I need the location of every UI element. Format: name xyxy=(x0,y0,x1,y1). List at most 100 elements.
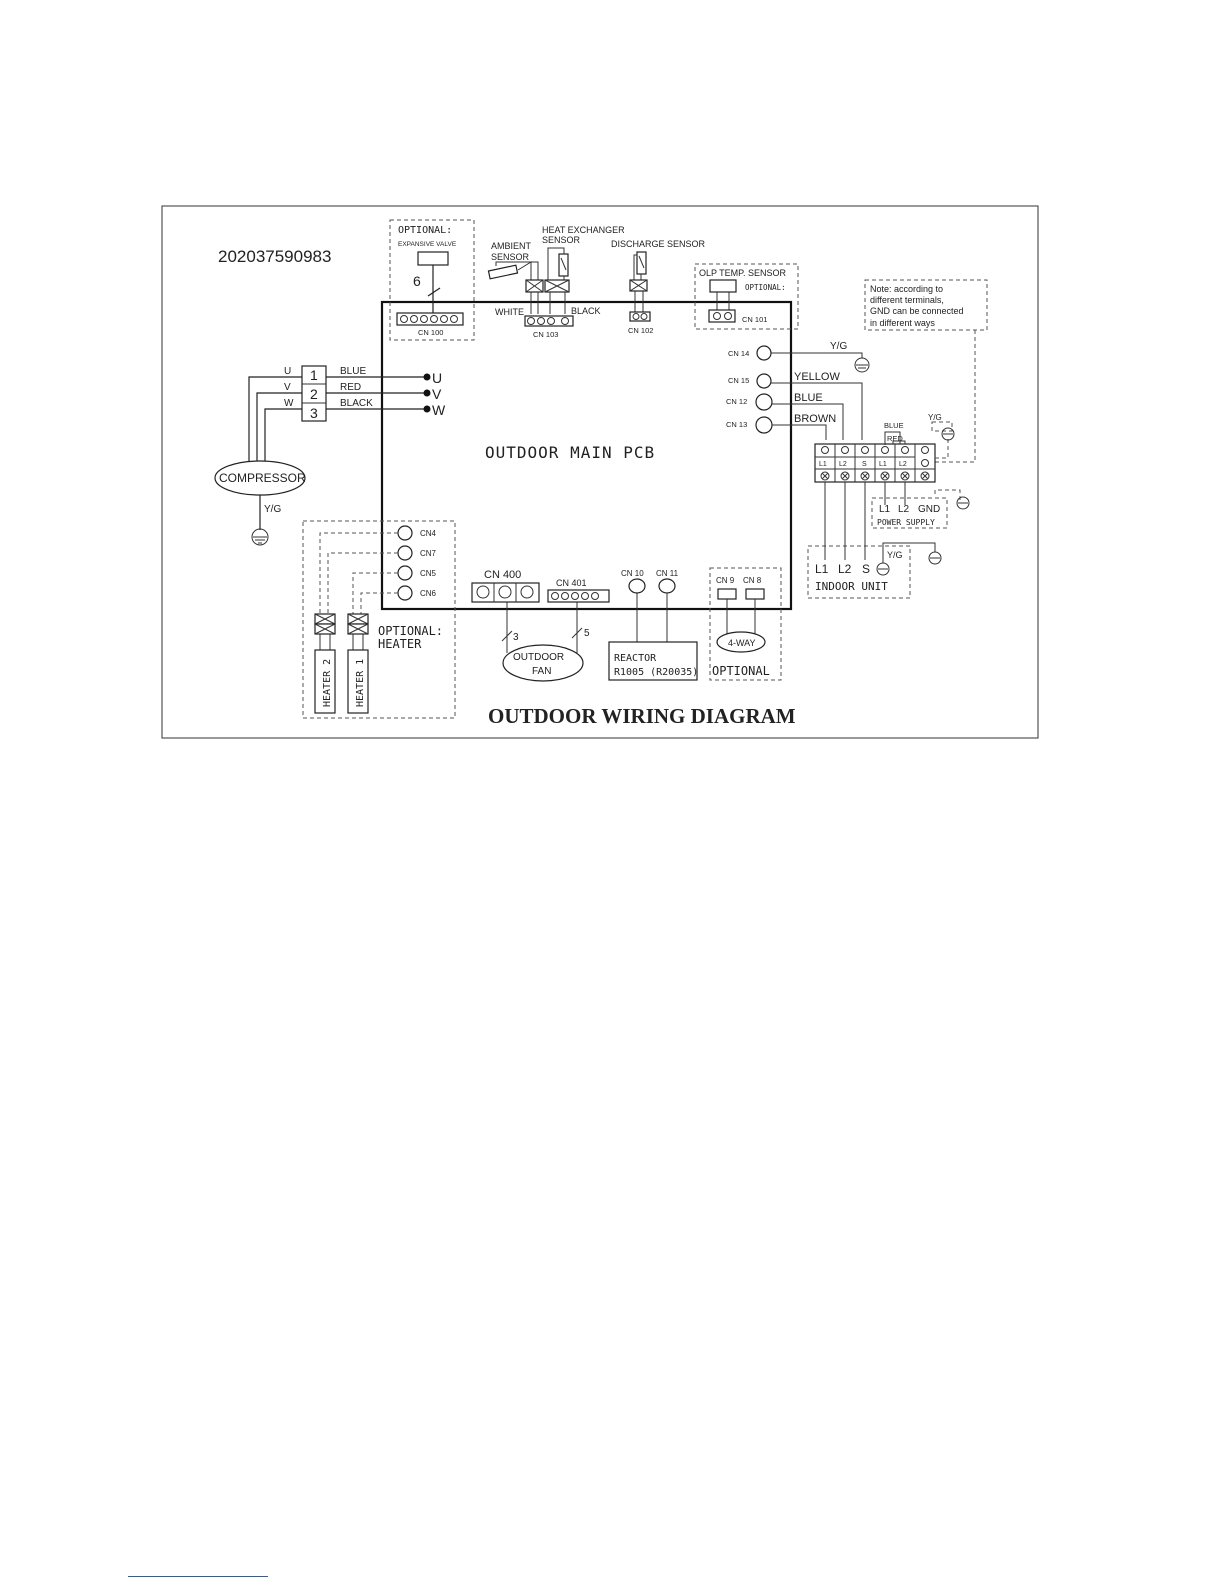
heater-1 xyxy=(347,649,369,714)
tb-red-label: RED xyxy=(887,434,903,443)
ambient-thermistor xyxy=(487,264,519,280)
reactor-label-1: REACTOR xyxy=(614,653,657,664)
heater-2-label: HEATER 2 xyxy=(322,659,333,707)
iu-yg-label: Y/G xyxy=(887,550,903,560)
iu-s-label: S xyxy=(862,562,870,576)
cn6-label: CN6 xyxy=(420,589,437,598)
note-line-3: GND can be connected xyxy=(870,306,964,316)
cn13-wire-label: BROWN xyxy=(794,413,836,425)
reactor-group: CN 10 CN 11 REACTOR R1005 (R20035) xyxy=(608,569,698,681)
wire-color-red: RED xyxy=(340,382,361,393)
wire-color-blue: BLUE xyxy=(340,366,366,377)
cn15-connector xyxy=(756,373,772,389)
cn7-connector xyxy=(397,545,413,561)
ps-l1-label: L1 xyxy=(879,504,891,515)
cn10-connector xyxy=(628,578,646,594)
sensors-group: AMBIENT SENSOR HEAT EXCHANGER SENSOR DIS… xyxy=(487,225,706,339)
tb-label-l2b: L2 xyxy=(899,461,907,468)
discharge-sensor-label: DISCHARGE SENSOR xyxy=(611,239,706,249)
heater-group: CN4 CN7 CN5 CN6 HEATER 2 HEATER 1 OPTION… xyxy=(302,520,456,719)
ev-wire-count: 6 xyxy=(413,273,421,289)
fan-label-1: OUTDOOR xyxy=(513,652,564,663)
terminal-block-group: L1 L2 S L1 L2 BLUE RED Y/G xyxy=(814,413,955,483)
note-line-4: in different ways xyxy=(870,318,935,328)
doc-number: 202037590983 xyxy=(218,247,331,266)
fourway-group: CN 9 CN 8 4-WAY OPTIONAL xyxy=(709,567,782,681)
olp-sensor-group: OLP TEMP. SENSOR OPTIONAL: CN 101 xyxy=(694,263,799,330)
terminal-2: 2 xyxy=(310,386,318,402)
fourway-label: 4-WAY xyxy=(728,638,756,648)
cn14-label: CN 14 xyxy=(728,349,749,358)
ps-l2-label: L2 xyxy=(898,504,910,515)
ps-ground-icon xyxy=(956,496,970,510)
reactor xyxy=(608,641,698,681)
hx-sensor-label-2: SENSOR xyxy=(542,235,581,245)
iu-ground-icon-2 xyxy=(928,551,942,565)
fourway-optional-label: OPTIONAL xyxy=(712,664,770,678)
note-group: Note: according to different terminals, … xyxy=(864,279,988,463)
cn14-wire-label: Y/G xyxy=(830,341,847,352)
compressor-group: 1 2 3 BLUE RED BLACK U V W U V W COMPRES… xyxy=(214,365,446,546)
reactor-label-2: R1005 (R20035) xyxy=(614,667,698,678)
cn12-connector xyxy=(755,393,773,411)
ev-valve-label: EXPANSIVE VALVE xyxy=(398,241,457,248)
cn10-label: CN 10 xyxy=(621,569,644,578)
fan-group: CN 400 CN 401 3 5 OUTDOOR FAN xyxy=(471,569,610,682)
cn15-label: CN 15 xyxy=(728,376,749,385)
expansive-valve-group: OPTIONAL: EXPANSIVE VALVE 6 CN 100 xyxy=(389,219,475,341)
cn400-label: CN 400 xyxy=(484,569,521,581)
tb-yg-label: Y/G xyxy=(928,413,942,422)
cn14-ground-icon xyxy=(854,357,870,373)
fan-wire-count-5: 5 xyxy=(584,628,590,639)
cn9-connector xyxy=(717,588,737,600)
phase-v-label: V xyxy=(284,382,291,393)
cn5-label: CN5 xyxy=(420,569,437,578)
tb-label-l1a: L1 xyxy=(819,461,827,468)
tb-label-s: S xyxy=(862,461,867,468)
outdoor-fan xyxy=(502,644,584,682)
cn101-label: CN 101 xyxy=(742,315,767,324)
heater-word-label: HEATER xyxy=(378,637,422,651)
cn11-label: CN 11 xyxy=(656,569,679,578)
ambient-sensor-label-1: AMBIENT xyxy=(491,241,532,251)
footer-rule xyxy=(128,1576,268,1577)
compressor-ground-icon xyxy=(251,528,269,546)
diagram-frame xyxy=(161,205,1039,739)
pcb-label: OUTDOOR MAIN PCB xyxy=(485,443,655,462)
iu-l1-label: L1 xyxy=(815,562,829,576)
olp-optional-label: OPTIONAL: xyxy=(745,283,786,292)
ev-valve-box xyxy=(417,251,449,266)
cn100-label: CN 100 xyxy=(418,328,443,337)
note-line-2: different terminals, xyxy=(870,295,944,305)
olp-sensor-box xyxy=(709,279,737,293)
cn4-label: CN4 xyxy=(420,529,437,538)
phase-u-label: U xyxy=(284,366,291,377)
cn6-connector xyxy=(397,585,413,601)
cn102-label: CN 102 xyxy=(628,326,653,335)
cn103-connector xyxy=(524,315,574,327)
right-connectors-group: CN 14 Y/G CN 15 YELLOW CN 12 BLUE CN 13 … xyxy=(726,341,870,440)
ev-optional-label: OPTIONAL: xyxy=(398,225,452,236)
phase-v-pcb: V xyxy=(432,386,442,402)
cn12-label: CN 12 xyxy=(726,397,747,406)
compressor-ground-label: Y/G xyxy=(264,504,281,515)
compressor-label: COMPRESSOR xyxy=(219,471,306,485)
cn5-connector xyxy=(397,565,413,581)
phase-w-label: W xyxy=(284,398,294,409)
cn13-label: CN 13 xyxy=(726,420,747,429)
ps-gnd-label: GND xyxy=(918,504,940,515)
iu-l2-label: L2 xyxy=(838,562,852,576)
hx-sensor-label-1: HEAT EXCHANGER xyxy=(542,225,625,235)
heater-optional-label: OPTIONAL: xyxy=(378,624,443,638)
cn9-label: CN 9 xyxy=(716,576,735,585)
main-pcb xyxy=(380,300,793,611)
cn15-wire-label: YELLOW xyxy=(794,371,840,383)
power-supply-group: L1 L2 GND POWER SUPPLY xyxy=(871,482,970,529)
diagram-title: OUTDOOR WIRING DIAGRAM xyxy=(488,704,796,728)
cn8-connector xyxy=(745,588,765,600)
fourway-valve xyxy=(716,631,766,653)
cn11-connector xyxy=(658,578,676,594)
tb-blue-label: BLUE xyxy=(884,421,904,430)
cn7-label: CN7 xyxy=(420,549,437,558)
